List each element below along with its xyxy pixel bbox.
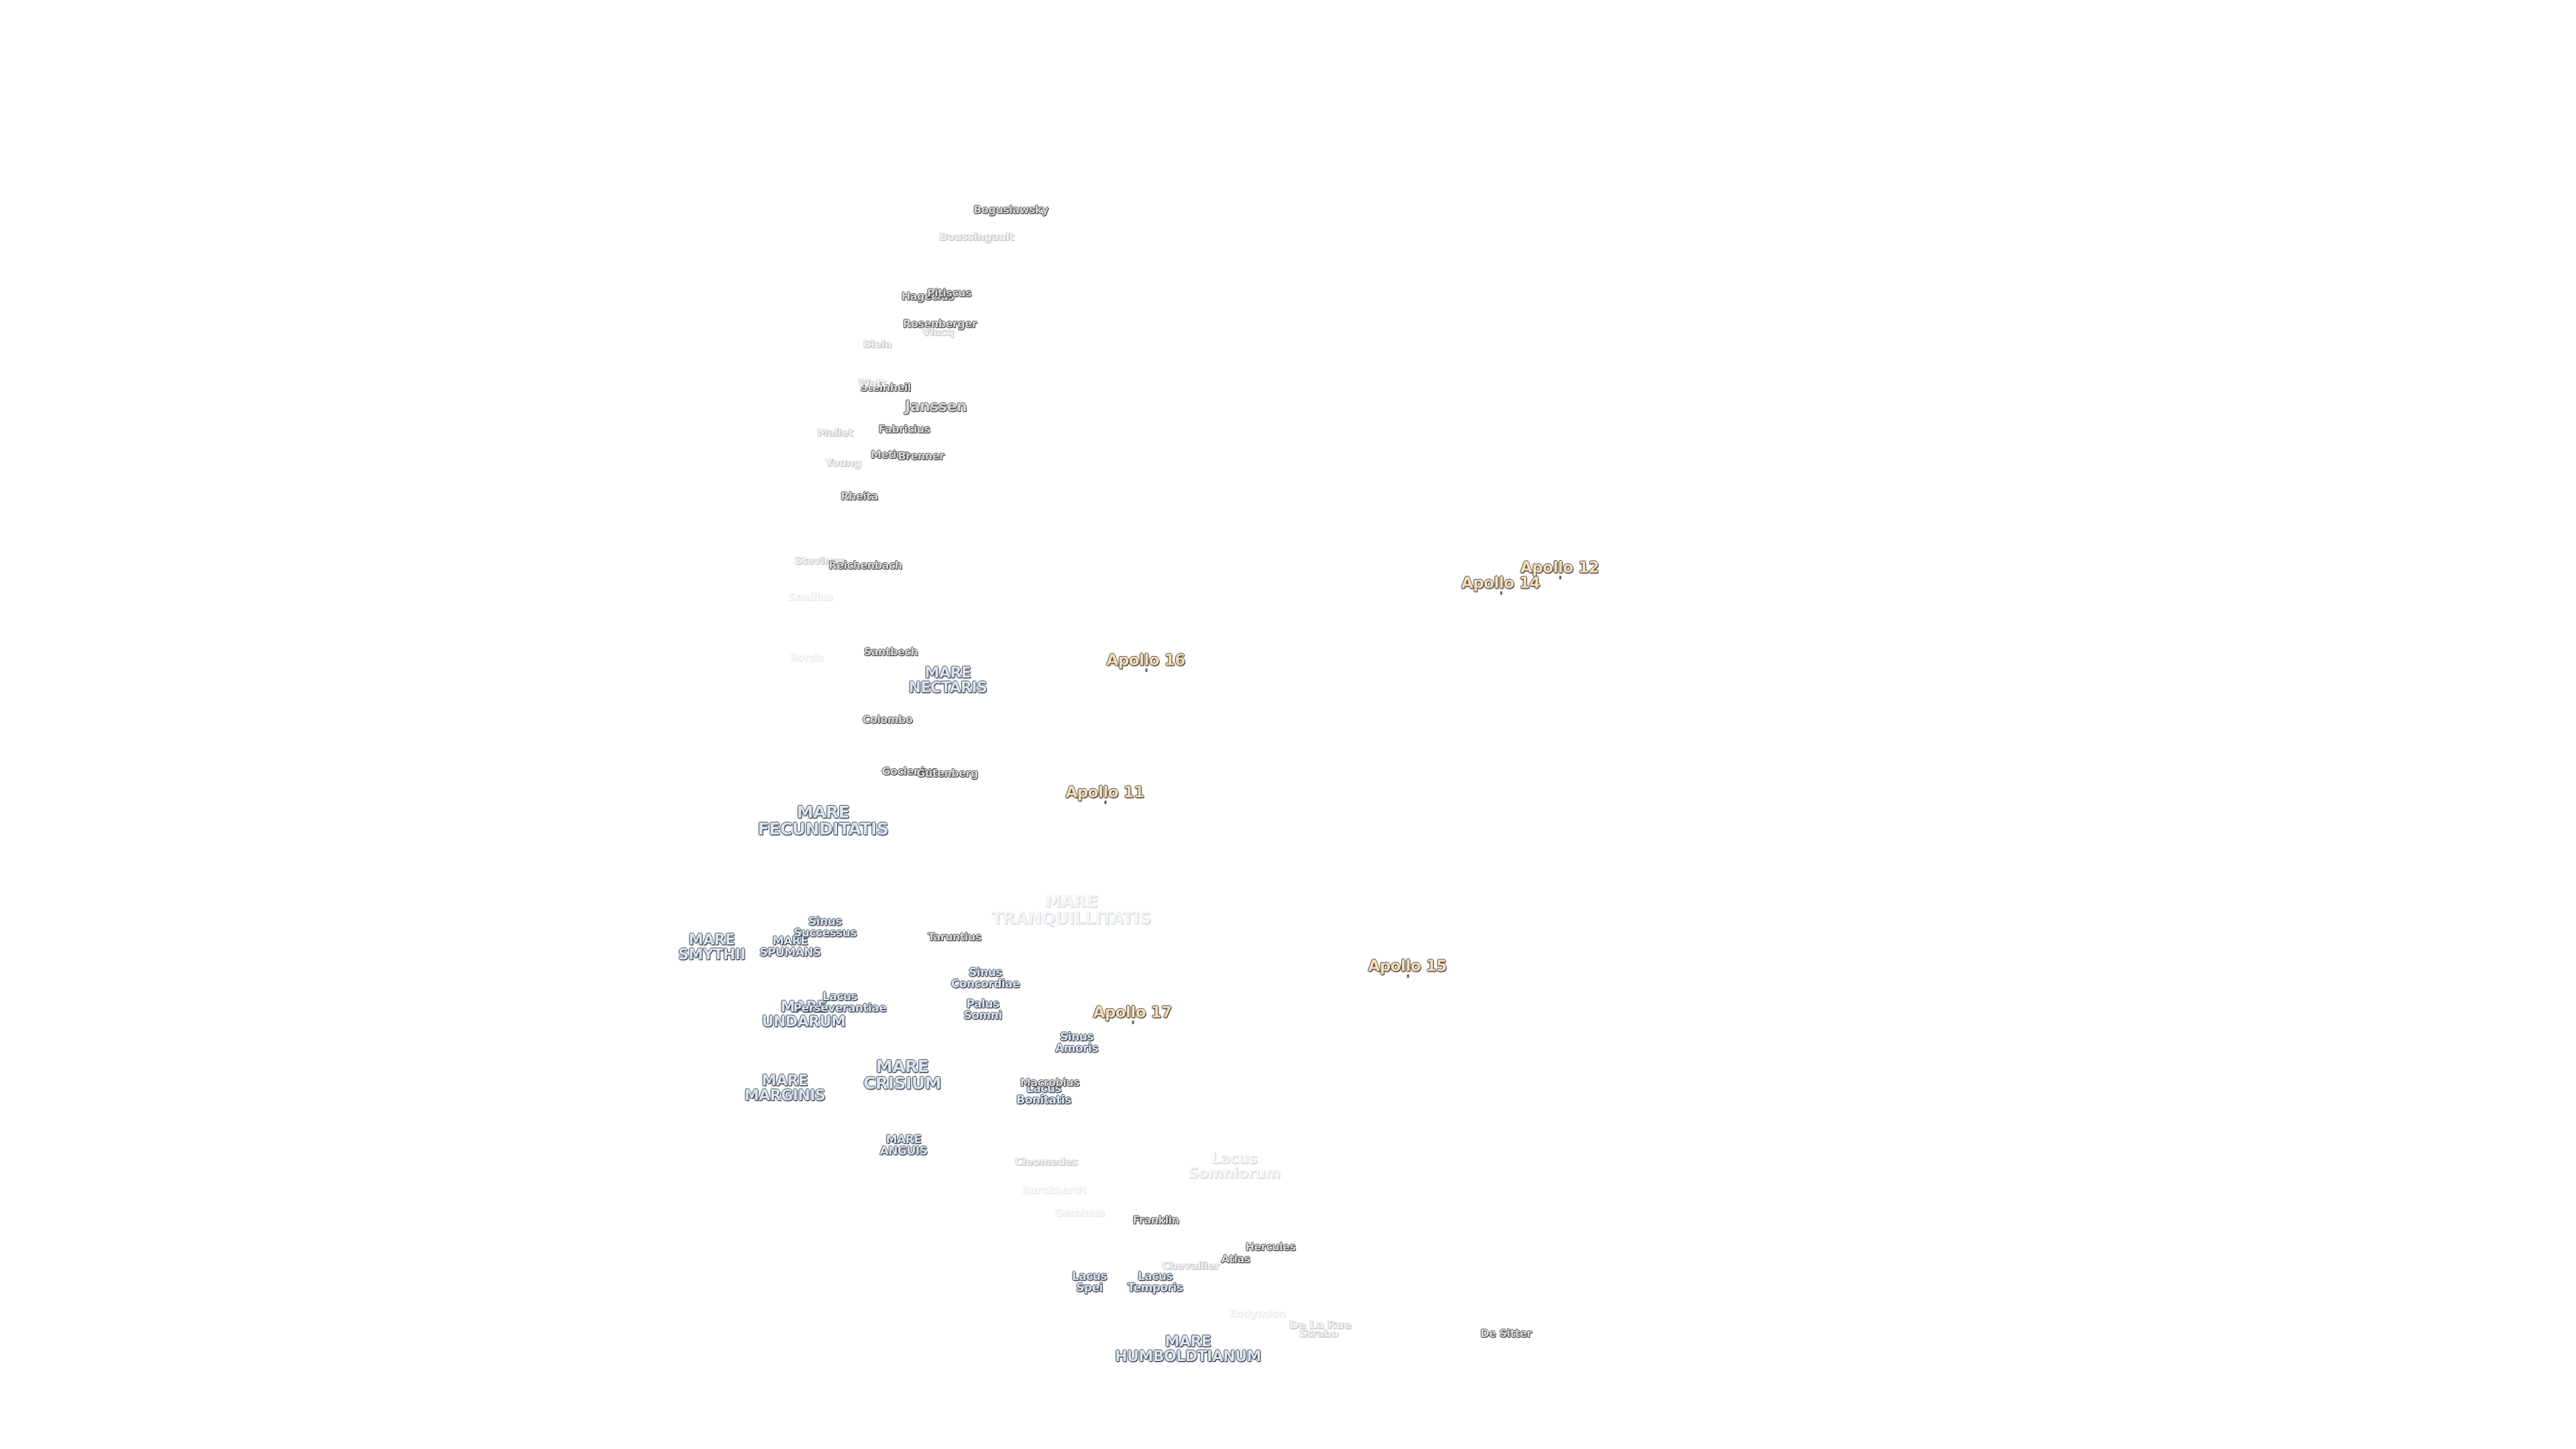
crater-label: Steinheil	[860, 381, 911, 394]
crater-label: De La Rue	[1289, 1318, 1352, 1332]
crater-label: Brenner	[898, 449, 945, 462]
crater-label: Stevinus	[794, 554, 845, 567]
crater-label: Young	[825, 456, 861, 469]
apollo-12-site-label[interactable]: Apollo 12	[1520, 559, 1599, 580]
crater-label: Strabo	[1299, 1327, 1338, 1340]
crater-label: Boussingault	[939, 230, 1014, 243]
crater-label: Janssen	[905, 398, 967, 415]
crater-label: Endymion	[1228, 1307, 1286, 1320]
crater-label: De Sitter	[1480, 1327, 1532, 1340]
crater-label: Cleomedes	[1015, 1155, 1078, 1168]
crater-label: Biela	[863, 337, 892, 350]
apollo-16-site-label[interactable]: Apollo 16	[1106, 651, 1185, 672]
crater-label: Metius	[871, 448, 910, 461]
crater-label: Mallet	[817, 426, 853, 439]
crater-label: Hercules	[1245, 1240, 1296, 1253]
crater-label: Snellius	[788, 590, 833, 603]
apollo-15-site-label[interactable]: Apollo 15	[1368, 957, 1447, 978]
crater-label: Taruntius	[928, 930, 981, 943]
crater-label: Colombo	[862, 713, 913, 726]
crater-label: Hagecius	[901, 290, 955, 303]
crater-label: Rosenberger	[903, 317, 977, 330]
crater-label: Santbech	[863, 645, 918, 658]
crater-label: Chevallier	[1162, 1259, 1220, 1272]
apollo-11-site-label[interactable]: Apollo 11	[1065, 784, 1144, 804]
crater-label: Fabricius	[878, 423, 931, 435]
crater-label: Geminus	[1054, 1206, 1105, 1219]
crater-label: Borda	[789, 651, 824, 663]
crater-label: Vlacq	[922, 325, 954, 338]
crater-label: Gutenberg	[916, 767, 978, 780]
apollo-14-site-label[interactable]: Apollo 14	[1461, 574, 1540, 595]
crater-label: Macrobius	[1020, 1076, 1080, 1089]
crater-label: Reichenbach	[828, 559, 902, 572]
crater-label: Watt	[858, 376, 886, 389]
crater-label: Boguslawsky	[973, 203, 1049, 216]
crater-label: Goclenius	[881, 765, 938, 777]
apollo-17-site-label[interactable]: Apollo 17	[1093, 1004, 1172, 1024]
crater-label: Atlas	[1221, 1252, 1250, 1265]
crater-label: Burckhardt	[1022, 1183, 1086, 1196]
crater-label: Rheita	[841, 490, 878, 502]
crater-label: Pitiscus	[926, 286, 972, 299]
crater-label: Franklin	[1132, 1214, 1179, 1226]
